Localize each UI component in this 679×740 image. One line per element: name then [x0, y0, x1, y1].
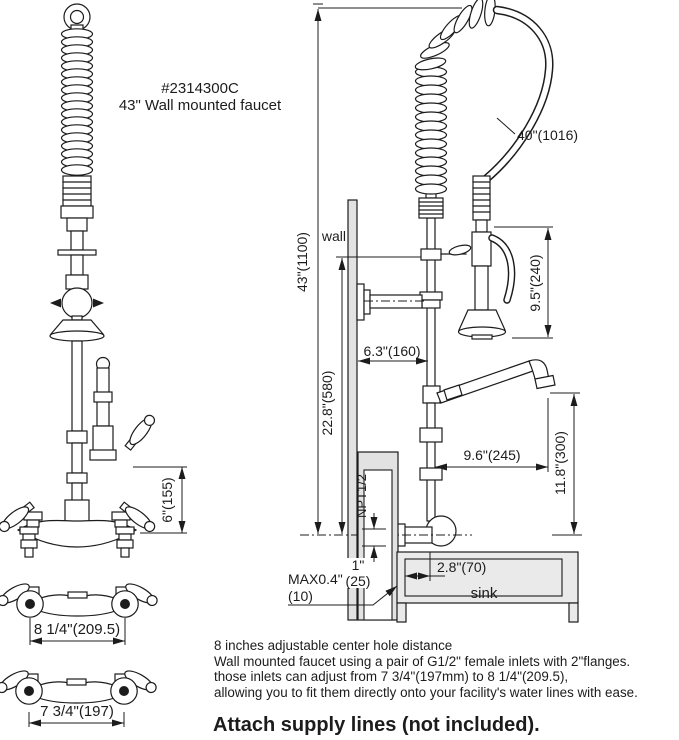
riser-and-addon-faucet	[66, 340, 158, 504]
note-line-3: those inlets can adjust from 7 3/4"(197m…	[214, 669, 569, 685]
label-body-height: 6"(155)	[159, 477, 175, 522]
dim-spout-reach: 9.6"(245)	[435, 398, 549, 472]
dim-max-gap: MAX0.4" (10)	[288, 571, 398, 606]
label-nipple-in: 1"	[352, 557, 365, 573]
label-overall-height: 43"(1100)	[294, 232, 310, 292]
attach-supply-note: Attach supply lines (not included).	[213, 714, 540, 736]
spring-top-ring	[63, 3, 91, 31]
label-max-in: MAX0.4"	[288, 571, 343, 587]
spray-valve	[457, 175, 516, 340]
dim-overall-height: 43"(1100)	[294, 3, 462, 534]
label-sink: sink	[471, 585, 498, 602]
spray-head-assembly	[49, 230, 105, 342]
spring-coil	[60, 24, 94, 178]
wall-mount-body	[0, 499, 158, 558]
product-title: 43" Wall mounted faucet	[119, 97, 282, 114]
label-body-to-inlet: 22.8"(580)	[319, 371, 335, 436]
label-max-mm: (10)	[288, 588, 313, 604]
label-spray-height: 9.5"(240)	[527, 254, 543, 311]
dim-spray-height: 9.5"(240)	[494, 226, 553, 339]
dim-centers-max: 8 1/4"(209.5)	[29, 618, 126, 645]
faucet-illustration: 6"(155)	[0, 3, 187, 558]
model-number: #2314300C	[161, 80, 239, 97]
label-centers-max: 8 1/4"(209.5)	[34, 621, 120, 638]
label-wall: wall	[321, 228, 346, 244]
label-sink-offset: 2.8"(70)	[437, 559, 486, 575]
label-spout-height: 11.8"(300)	[552, 431, 568, 495]
label-hose-length: 40"(1016)	[517, 127, 578, 143]
note-line-2: Wall mounted faucet using a pair of G1/2…	[214, 653, 631, 669]
label-inlet-thread: NPT1/2	[354, 474, 369, 518]
dimension-diagram: wall 43"(1100) 22.8"(580)	[288, 0, 582, 623]
dim-hose-length: 40"(1016)	[496, 117, 578, 143]
label-spout-reach: 9.6"(245)	[463, 447, 520, 463]
dim-body-to-inlet: 22.8"(580)	[319, 256, 427, 534]
note-line-4: allowing you to fit them directly onto y…	[214, 685, 638, 701]
title-block: #2314300C 43" Wall mounted faucet	[119, 80, 282, 114]
wall-panel	[347, 199, 358, 621]
description-notes: 8 inches adjustable center hole distance…	[214, 638, 676, 701]
note-line-1: 8 inches adjustable center hole distance	[214, 638, 453, 653]
swivel-arrow-right-icon	[93, 298, 104, 308]
riser-pipe	[419, 217, 472, 389]
front-view-min-centers: 7 3/4"(197)	[0, 666, 160, 727]
wall-bracket	[356, 283, 427, 321]
swivel-arrow-left-icon	[50, 298, 61, 308]
dim-sink-offset: 2.8"(70)	[404, 552, 486, 586]
dim-spout-height: 11.8"(300)	[550, 392, 582, 536]
dim-nipple-length: 1" (25)	[346, 513, 386, 589]
label-centers-min: 7 3/4"(197)	[40, 703, 114, 720]
sink: sink	[396, 551, 579, 623]
swing-spout	[422, 359, 556, 404]
hose-collar	[60, 175, 94, 232]
label-bracket-offset: 6.3"(160)	[363, 343, 420, 359]
dim-bracket-offset: 6.3"(160)	[358, 343, 428, 365]
spring-coil-diagram	[414, 0, 496, 219]
dim-centers-min: 7 3/4"(197)	[28, 703, 125, 727]
front-view-max-centers: 8 1/4"(209.5)	[0, 579, 161, 645]
dim-body-height: 6"(155)	[133, 466, 187, 534]
label-nipple-mm: (25)	[346, 573, 371, 589]
hose	[481, 5, 554, 184]
